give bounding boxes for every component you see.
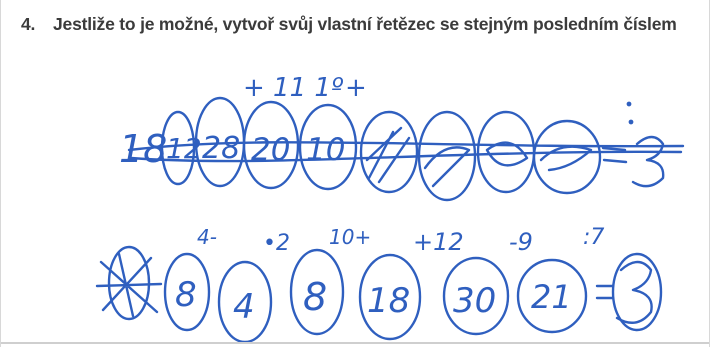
circle-20: [242, 100, 300, 190]
number-8-a: 8: [175, 275, 197, 315]
task-number: 4.: [21, 14, 36, 34]
annotation-plus: +: [345, 73, 367, 103]
strike-line-1: [127, 141, 685, 152]
circle-30: [442, 256, 510, 336]
colon-dot-top: [626, 101, 632, 107]
circle-18: [358, 253, 422, 341]
number-30: 30: [453, 281, 496, 321]
circle-3: [611, 252, 663, 332]
task-instruction: Jestliže to je možné, vytvoř svůj vlastn…: [53, 14, 677, 34]
scribble-3: [485, 141, 529, 167]
circle-12: [160, 110, 196, 186]
operation-plus-12: +12: [413, 228, 464, 256]
scribble-4: [539, 145, 593, 172]
annotation-plus-111: + 11 1º: [243, 73, 344, 103]
number-8-b: 8: [303, 275, 327, 319]
number-20: 20: [251, 132, 290, 168]
first-attempt: 18 12 28 20 10 + 11 1º +: [119, 73, 685, 202]
circle-empty-1: [359, 110, 419, 194]
circle-empty-4: [532, 119, 602, 195]
circle-10: [298, 103, 358, 191]
digit-3-b: [615, 260, 653, 324]
crossed-start-circle: [107, 245, 151, 321]
number-18-b: 18: [367, 281, 410, 321]
circle-8-b: [289, 248, 345, 336]
second-attempt: 8 4 8 18 30 21 4- •2 10+ +12 -9 :7: [95, 225, 663, 344]
number-4: 4: [233, 287, 255, 327]
equals-top: [601, 146, 627, 152]
bottom-divider: [1, 342, 715, 344]
number-10: 10: [306, 132, 345, 168]
operation-times-2: •2: [263, 231, 290, 256]
crossed-start-scribble: [95, 252, 163, 318]
operation-divide-7: :7: [583, 225, 604, 250]
operation-minus-9: -9: [509, 228, 533, 256]
circle-8-a: [163, 252, 211, 332]
strike-line-2: [129, 150, 683, 163]
digit-3: [631, 135, 665, 188]
circle-21: [516, 258, 588, 334]
scribble-2: [423, 146, 471, 188]
equals-bottom: [602, 158, 628, 164]
right-margin: [709, 0, 715, 347]
operation-4-minus: 4-: [197, 225, 217, 249]
number-21: 21: [531, 278, 572, 316]
circle-empty-3: [476, 110, 536, 194]
operation-10-plus: 10+: [329, 225, 371, 249]
scribble-1: [365, 126, 411, 184]
colon-dot-bottom: [628, 119, 634, 125]
task-heading: 4. Jestliže to je možné, vytvoř svůj vla…: [1, 0, 715, 44]
